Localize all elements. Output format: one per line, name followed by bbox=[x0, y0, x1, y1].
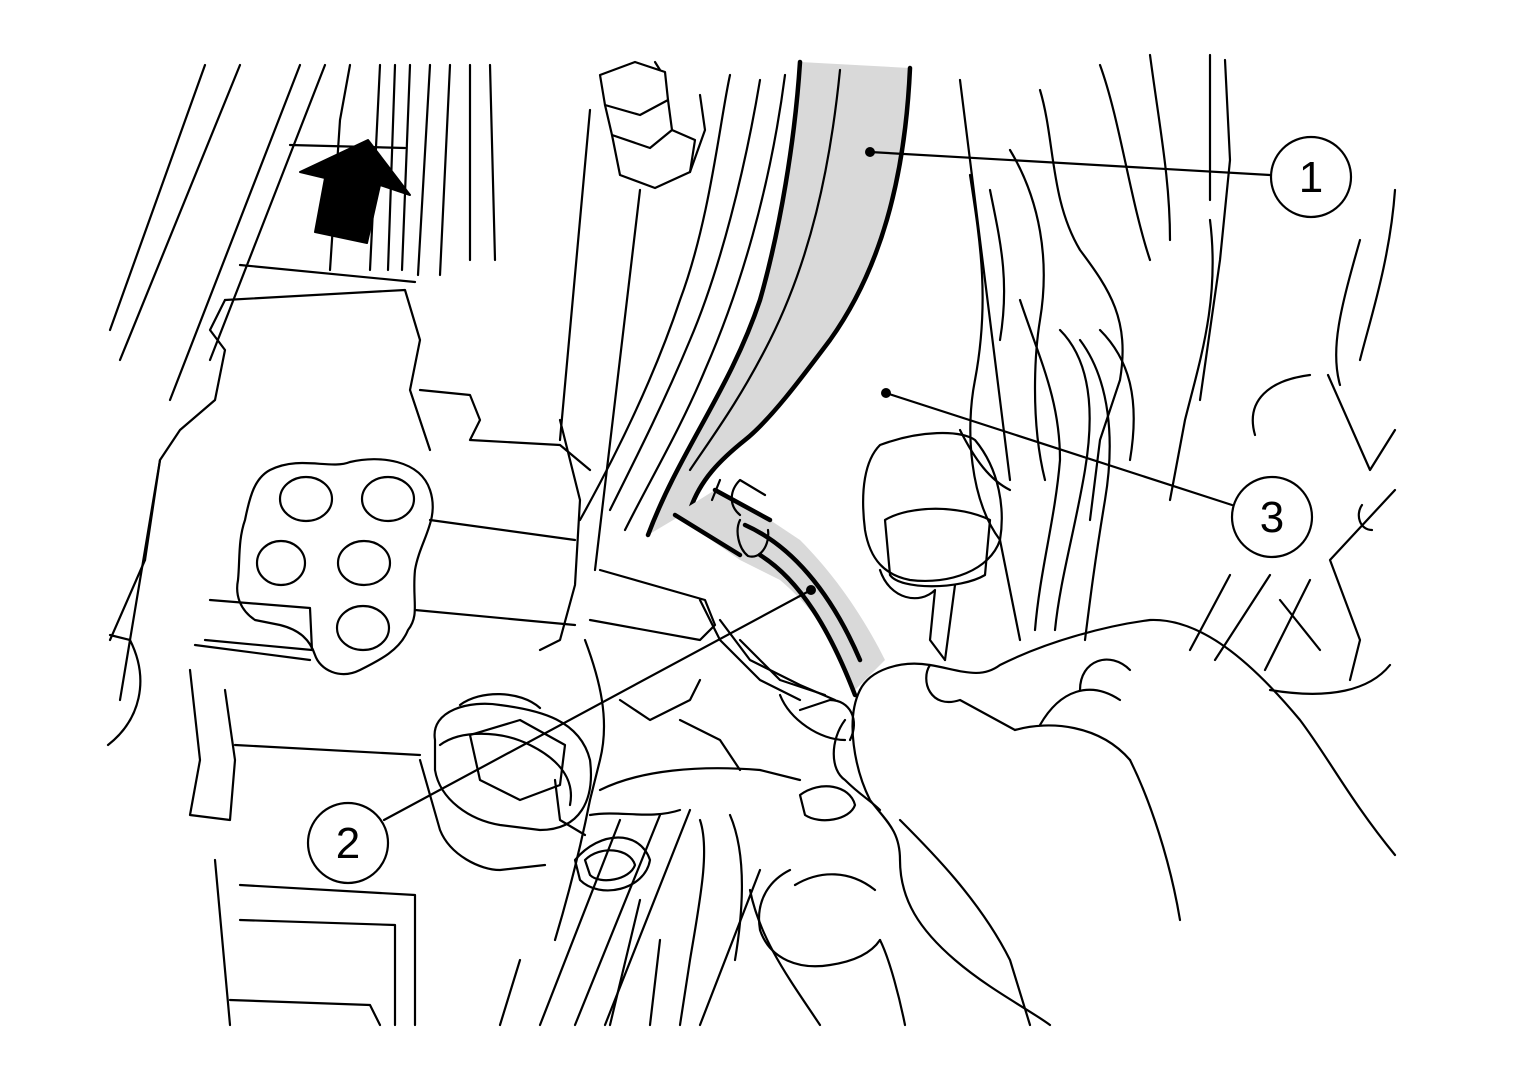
callout-circle bbox=[1269, 135, 1353, 219]
callout-2: 2 bbox=[306, 585, 816, 885]
callout-label: 3 bbox=[1260, 493, 1284, 542]
small-hose bbox=[672, 478, 885, 698]
callout-circle bbox=[306, 801, 390, 885]
callout-1: 1 bbox=[865, 135, 1353, 219]
bolt-hole bbox=[278, 475, 334, 523]
body-mount bbox=[862, 428, 1012, 662]
leader-line bbox=[884, 391, 1234, 507]
body-panel bbox=[958, 53, 1397, 695]
callout-label: 2 bbox=[336, 819, 360, 868]
lower-left-rails bbox=[188, 388, 717, 1027]
mounting-bracket bbox=[236, 458, 434, 676]
bolt-hole bbox=[360, 475, 416, 523]
callout-3: 3 bbox=[881, 388, 1314, 559]
gloved-hand bbox=[757, 618, 1397, 1027]
main-hose bbox=[645, 59, 913, 538]
left-structure bbox=[106, 63, 497, 747]
leader-line bbox=[382, 588, 813, 822]
lower-center-parts bbox=[418, 598, 857, 1027]
bolt-hole bbox=[255, 539, 307, 587]
hex-nut bbox=[598, 60, 707, 190]
bolt-hole bbox=[335, 604, 391, 652]
bolt-hole bbox=[336, 539, 392, 587]
callout-circle bbox=[1230, 475, 1314, 559]
callout-label: 1 bbox=[1299, 153, 1323, 202]
leader-line bbox=[868, 150, 1272, 177]
direction-arrow-icon bbox=[299, 139, 411, 244]
